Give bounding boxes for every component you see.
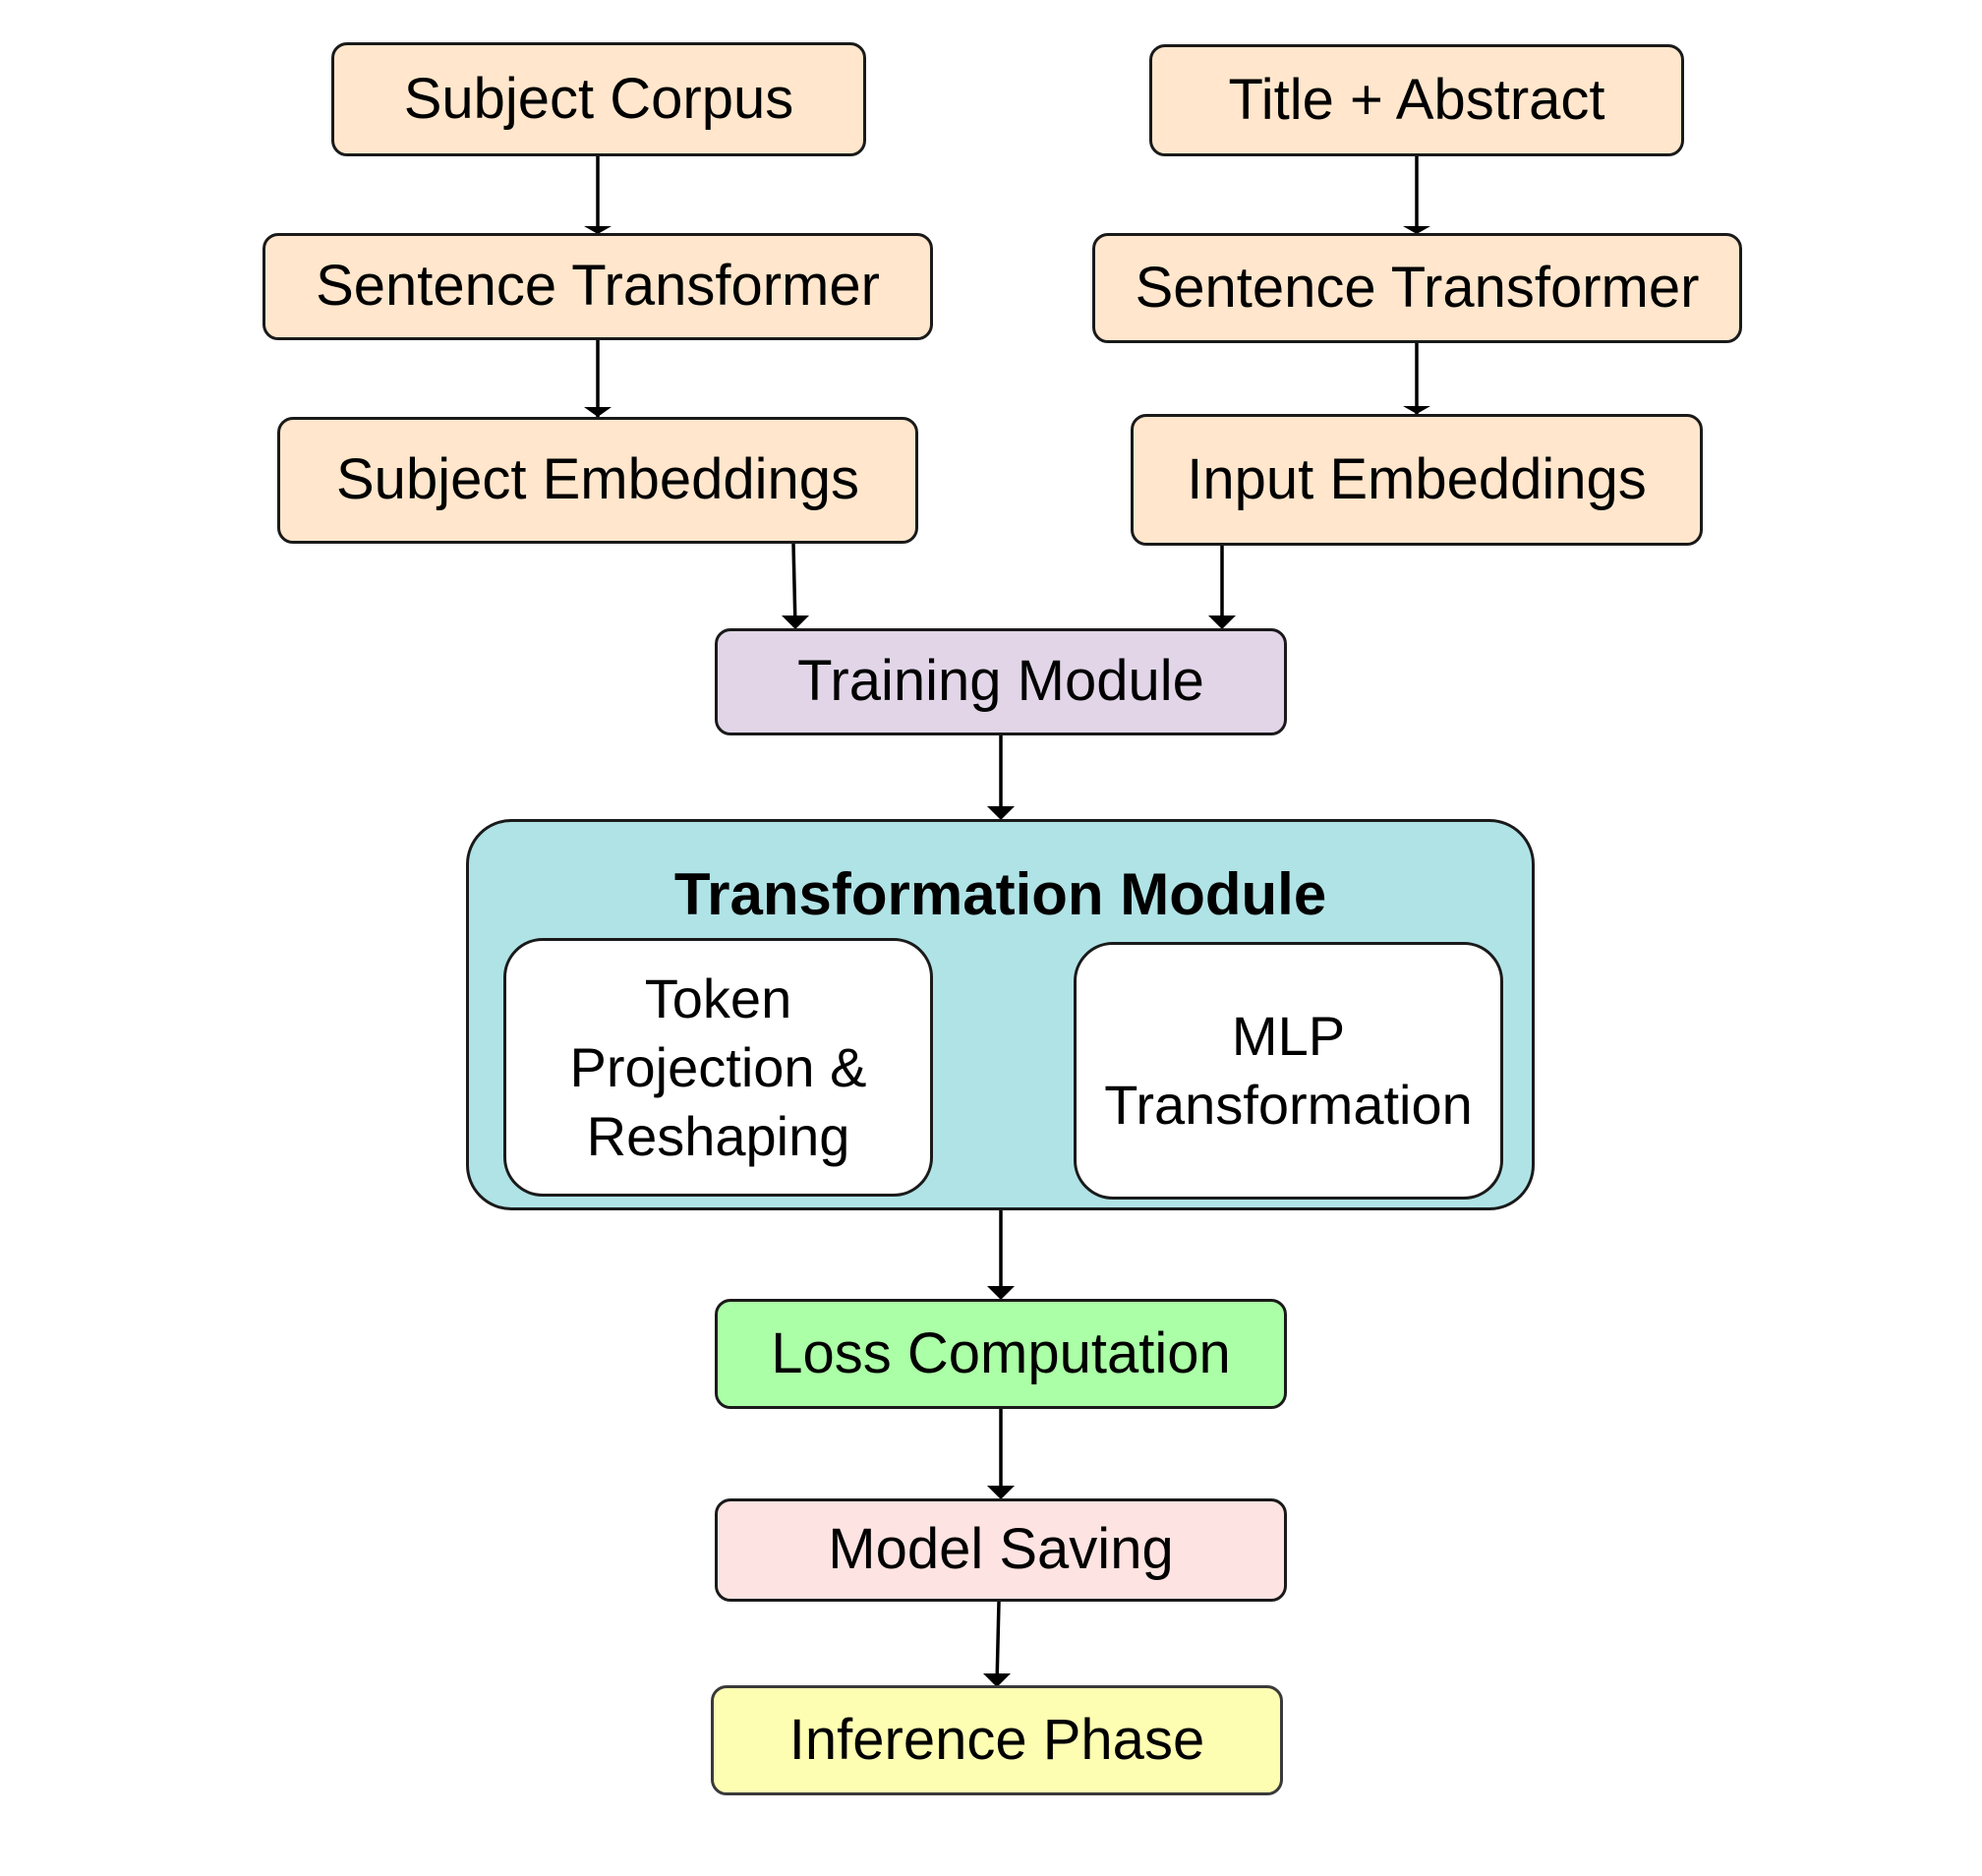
mlp-transformation-node: MLP Transformation [1074, 942, 1503, 1200]
title-abstract-node: Title + Abstract [1149, 44, 1684, 156]
arrowhead-2 [584, 407, 612, 417]
loss-computation-label: Loss Computation [771, 1320, 1231, 1385]
input-embeddings-label: Input Embeddings [1187, 446, 1647, 511]
sentence-transformer-left-node: Sentence Transformer [262, 233, 933, 340]
arrowhead-4 [1403, 406, 1430, 414]
token-projection-label: Token Projection & Reshaping [569, 967, 867, 1167]
arrowhead-10 [983, 1673, 1011, 1687]
loss-computation-node: Loss Computation [715, 1299, 1287, 1409]
sentence-transformer-left-label: Sentence Transformer [316, 254, 880, 319]
training-module-node: Training Module [715, 628, 1287, 735]
arrowhead-1 [584, 226, 612, 234]
arrow-subject-embeddings-to-training [791, 543, 797, 628]
arrow-model-saving-to-inference [995, 1601, 1001, 1685]
model-saving-node: Model Saving [715, 1498, 1287, 1602]
subject-embeddings-label: Subject Embeddings [336, 447, 859, 512]
arrowhead-8 [987, 1286, 1015, 1300]
transformation-module-group: Transformation Module Token Projection &… [466, 819, 1535, 1210]
arrowhead-3 [1403, 226, 1430, 234]
input-embeddings-node: Input Embeddings [1131, 414, 1703, 546]
sentence-transformer-right-label: Sentence Transformer [1135, 255, 1700, 320]
arrowhead-6 [1208, 616, 1236, 629]
arrowhead-9 [987, 1486, 1015, 1499]
subject-corpus-label: Subject Corpus [403, 66, 794, 131]
title-abstract-label: Title + Abstract [1228, 67, 1605, 132]
subject-embeddings-node: Subject Embeddings [277, 417, 918, 544]
arrowhead-5 [782, 616, 809, 629]
mlp-transformation-label: MLP Transformation [1104, 1005, 1473, 1136]
subject-corpus-node: Subject Corpus [331, 42, 866, 156]
inference-phase-node: Inference Phase [711, 1685, 1283, 1795]
arrowhead-7 [987, 806, 1015, 820]
transformation-module-title: Transformation Module [673, 861, 1327, 927]
training-module-label: Training Module [797, 649, 1204, 714]
sentence-transformer-right-node: Sentence Transformer [1092, 233, 1742, 343]
token-projection-node: Token Projection & Reshaping [503, 938, 933, 1197]
model-saving-label: Model Saving [828, 1517, 1174, 1582]
inference-phase-label: Inference Phase [788, 1707, 1205, 1772]
